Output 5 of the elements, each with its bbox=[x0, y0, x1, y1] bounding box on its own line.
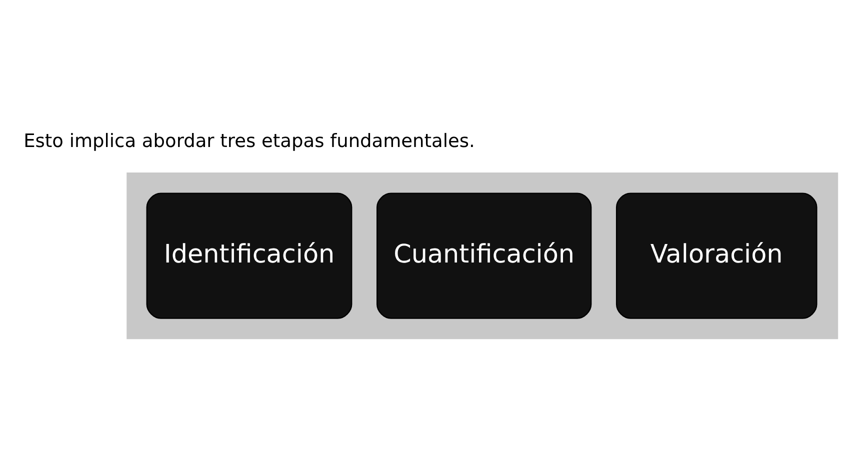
cluster bbox=[126, 172, 838, 340]
label: Esto implica abordar tres etapas fundamentales. bbox=[24, 130, 475, 152]
node-box: Cuantificación bbox=[376, 192, 592, 319]
node-box: Identificación bbox=[146, 192, 352, 319]
node-box: Valoración bbox=[616, 192, 818, 319]
